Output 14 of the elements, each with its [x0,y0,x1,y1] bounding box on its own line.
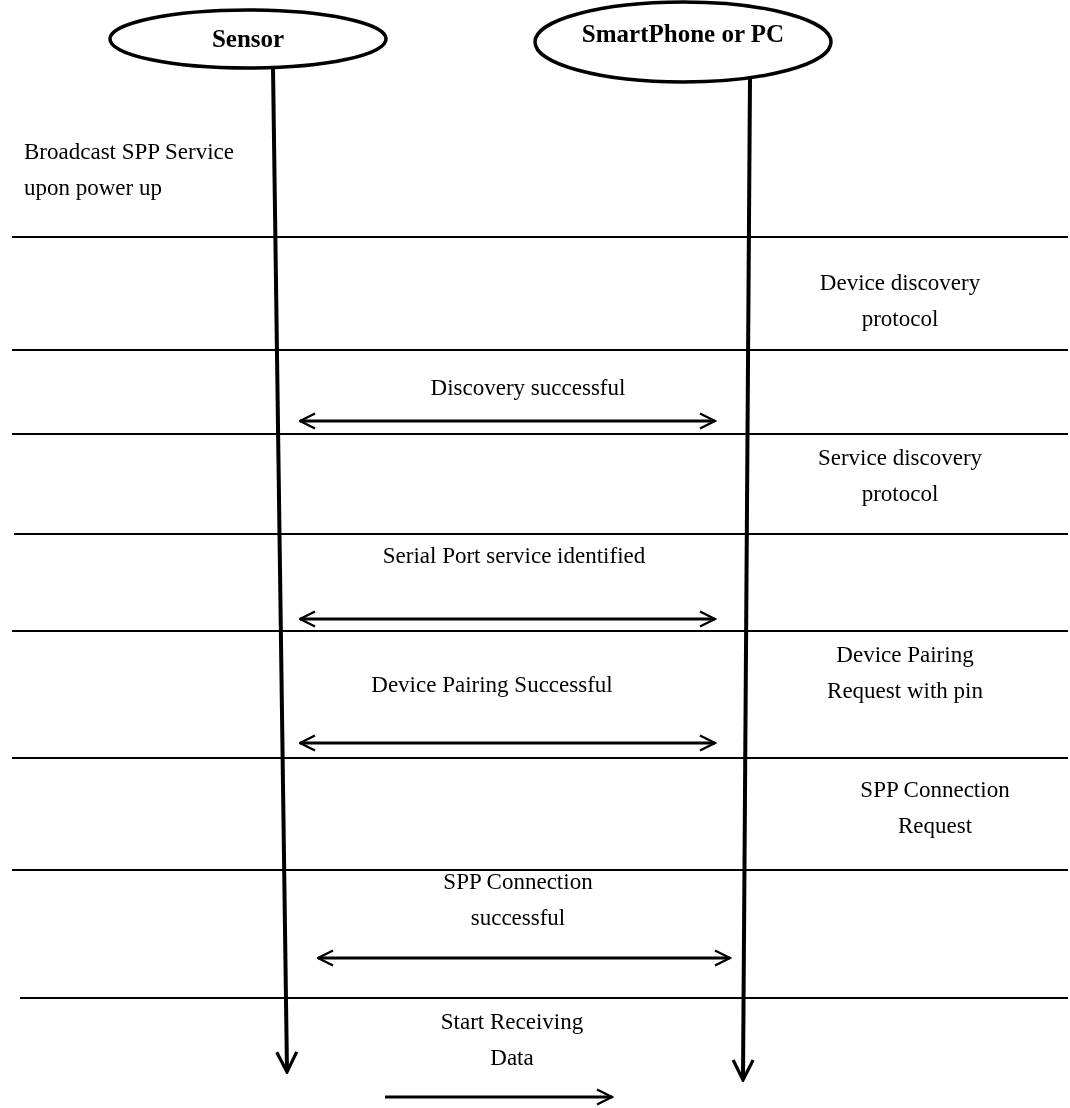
message-label: Discovery successful [429,374,627,402]
step-note: Broadcast SPP Service upon power up [24,138,235,202]
lifeline-arrow [271,67,299,1074]
step-note: SPP Connection Request [859,776,1011,840]
step-note: Service discovery protocol [816,444,984,508]
participant-name: Sensor [211,25,285,53]
lifeline-arrow [731,77,755,1082]
message-label: Device Pairing Successful [370,671,614,699]
participant-name: SmartPhone or PC [581,20,785,48]
step-note: Device discovery protocol [818,269,982,333]
message-label: SPP Connection successful [442,868,594,932]
message-label: Serial Port service identified [381,542,647,570]
message-label: Start Receiving Data [439,1008,585,1072]
step-note: Device Pairing Request with pin [826,641,984,705]
